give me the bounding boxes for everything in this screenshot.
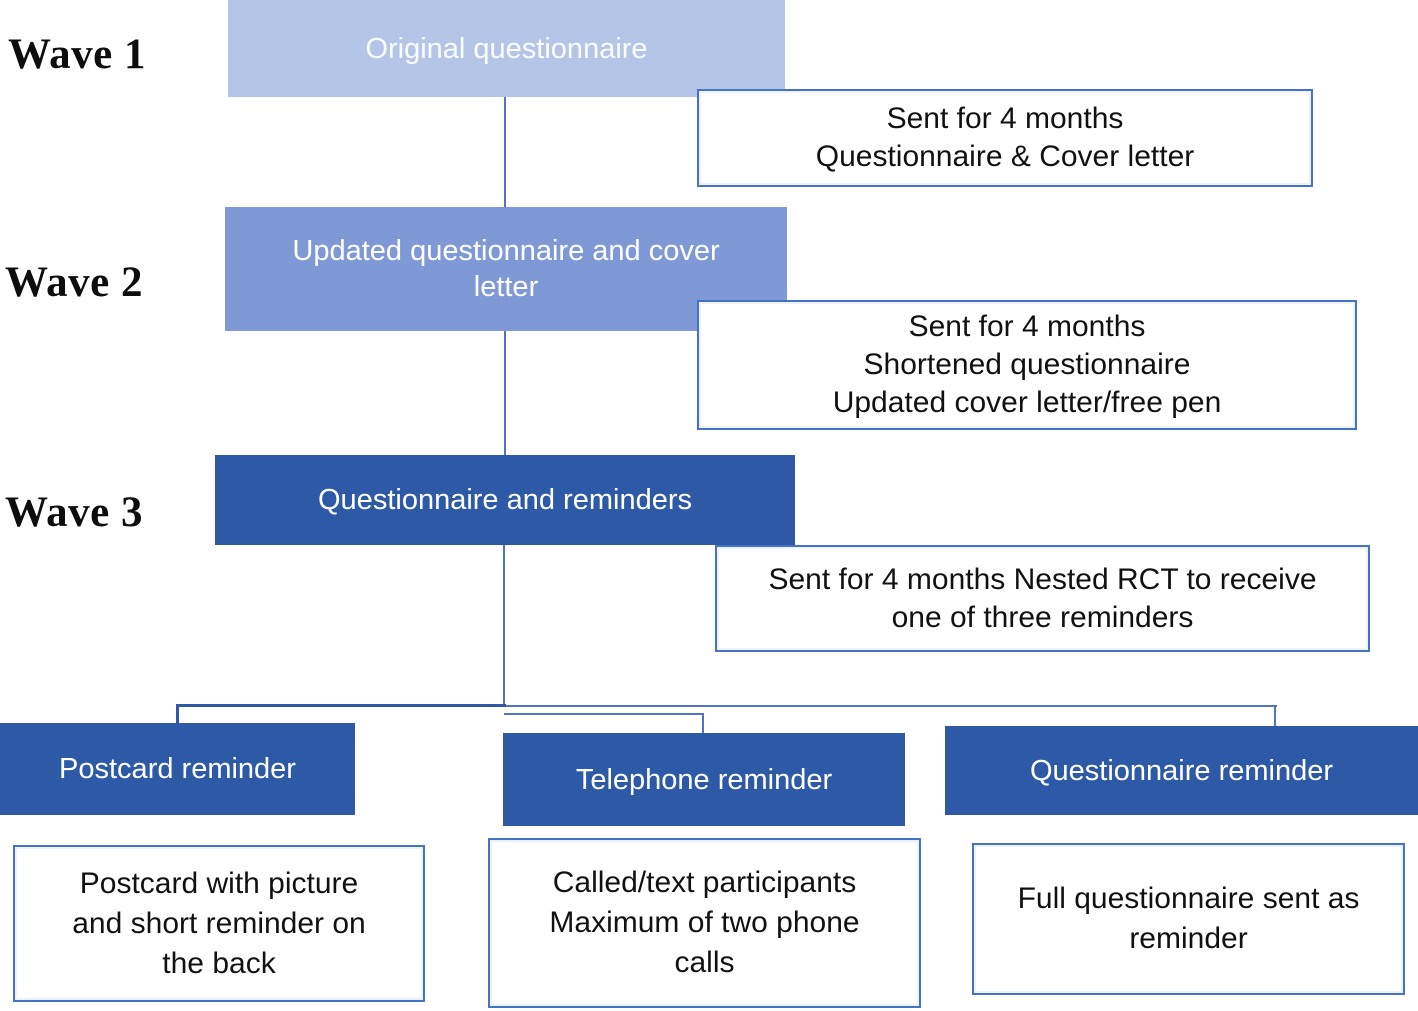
wave1-label: Wave 1: [8, 31, 146, 78]
branch-drop-postcard: [176, 705, 179, 724]
wave1-box: Original questionnaire: [228, 0, 785, 97]
wave3-info-box: Sent for 4 months Nested RCT to receive …: [715, 545, 1370, 652]
postcard-reminder-label: Postcard reminder: [59, 753, 296, 785]
wave2-box-label: Updated questionnaire and cover letter: [292, 235, 720, 303]
branch-drop-telephone: [702, 713, 704, 733]
wave1-box-label: Original questionnaire: [365, 32, 648, 65]
wave2-label: Wave 2: [5, 259, 143, 306]
wave3-info-text: Sent for 4 months Nested RCT to receive …: [768, 562, 1317, 634]
branch-horizontal-line: [176, 705, 1277, 707]
wave3-box-label: Questionnaire and reminders: [318, 484, 692, 516]
telephone-reminder-box: Telephone reminder: [503, 733, 905, 826]
connector-wave3-to-branches: [503, 545, 505, 707]
branch-horizontal-line-left: [176, 704, 506, 707]
questionnaire-desc-text: Full questionnaire sent as reminder: [1017, 882, 1360, 955]
postcard-desc-box: Postcard with picture and short reminder…: [13, 845, 425, 1002]
connector-wave2-to-wave3: [504, 331, 506, 455]
wave1-info-text: Sent for 4 months Questionnaire & Cover …: [815, 102, 1195, 173]
branch-drop-questionnaire: [1274, 705, 1276, 727]
telephone-desc-text: Called/text participants Maximum of two …: [549, 866, 860, 979]
telephone-reminder-label: Telephone reminder: [575, 763, 833, 796]
wave2-info-text: Sent for 4 months Shortened questionnair…: [832, 310, 1222, 419]
connector-wave1-to-wave2: [504, 97, 506, 207]
postcard-reminder-box: Postcard reminder: [0, 723, 355, 815]
wave3-label: Wave 3: [5, 489, 143, 536]
wave1-info-box: Sent for 4 months Questionnaire & Cover …: [697, 89, 1313, 187]
wave2-box: Updated questionnaire and cover letter: [225, 207, 787, 331]
wave2-info-box: Sent for 4 months Shortened questionnair…: [697, 300, 1357, 430]
postcard-desc-text: Postcard with picture and short reminder…: [72, 866, 366, 980]
questionnaire-reminder-box: Questionnaire reminder: [945, 726, 1418, 815]
telephone-desc-box: Called/text participants Maximum of two …: [488, 838, 921, 1008]
branch-horizontal-line-mid: [504, 713, 704, 715]
wave3-box: Questionnaire and reminders: [215, 455, 795, 545]
questionnaire-desc-box: Full questionnaire sent as reminder: [972, 843, 1405, 995]
questionnaire-reminder-label: Questionnaire reminder: [1029, 754, 1334, 787]
